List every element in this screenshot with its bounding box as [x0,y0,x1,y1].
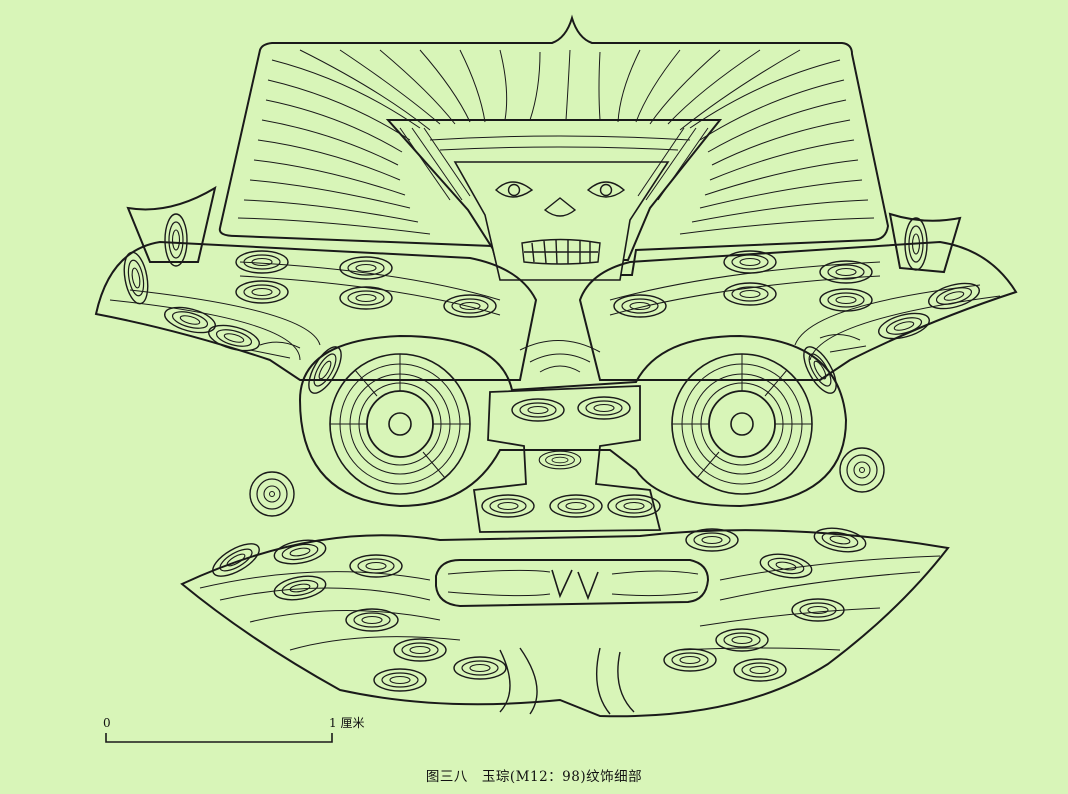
left-eye [329,353,471,495]
figure-caption: 图三八 玉琮(M12：98)纹饰细部 [425,769,643,785]
lower-jaw [180,447,950,718]
right-eye [671,353,813,495]
scale-bar [105,733,333,743]
upper-face-mask [385,119,723,281]
beast-eyes [298,334,848,533]
scale-start-label: 0 [103,716,111,730]
nose-bridge [472,340,662,533]
feathered-headdress [218,14,890,276]
arm-bands [94,185,1018,381]
scale-end-label: 1 厘米 [329,716,365,730]
